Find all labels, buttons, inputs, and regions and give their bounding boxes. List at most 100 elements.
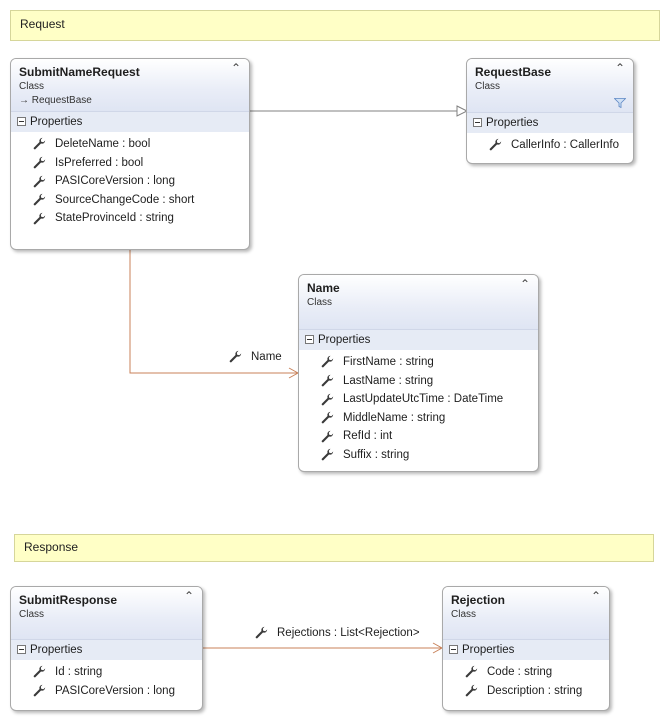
property-text: Suffix : string [343,448,410,461]
section-label: Properties [486,117,539,129]
class-header[interactable]: RequestBase Class ⌃ [467,59,633,112]
inheritance-arrowhead [456,105,469,117]
base-class-ref: → RequestBase [19,94,241,107]
wrench-icon [33,684,46,697]
property-row[interactable]: PASICoreVersion : long [11,682,202,701]
property-text: DeleteName : bool [55,138,151,150]
property-list: CallerInfo : CallerInfo [467,133,633,159]
property-text: Id : string [55,666,103,678]
properties-section-header[interactable]: Properties [11,639,202,660]
class-request-base[interactable]: RequestBase Class ⌃ Properties CallerInf… [466,58,634,164]
double-chevron-up-icon[interactable]: ⌃ [230,61,241,75]
properties-section-header[interactable]: Properties [467,112,633,133]
wrench-icon [33,194,46,206]
collapse-toggle-icon[interactable] [17,117,26,127]
property-row[interactable]: SourceChangeCode : short [11,191,249,210]
property-text: FirstName : string [343,356,434,368]
property-text: LastName : string [343,374,434,387]
association-label-rejections[interactable]: Rejections : List<Rejection> [255,626,420,640]
double-chevron-up-icon[interactable]: ⌃ [614,61,625,75]
wrench-icon [33,138,46,150]
property-row[interactable]: Id : string [11,663,202,682]
section-label: Properties [30,116,83,128]
wrench-icon [33,156,46,169]
property-text: PASICoreVersion : long [55,175,175,188]
class-header[interactable]: SubmitResponse Class ⌃ [11,587,202,639]
wrench-icon [255,627,268,639]
section-label: Properties [318,334,371,346]
section-label: Properties [30,644,83,656]
property-list: Code : string Description : string [443,660,609,704]
collapse-toggle-icon[interactable] [449,645,458,655]
wrench-icon [321,374,334,387]
section-label: Properties [462,644,515,656]
property-row[interactable]: RefId : int [299,427,538,446]
property-text: CallerInfo : CallerInfo [511,139,620,151]
wrench-icon [321,356,334,368]
collapse-toggle-icon[interactable] [305,335,314,345]
wrench-icon [321,393,334,406]
class-kind: Class [307,297,333,308]
double-chevron-up-icon[interactable]: ⌃ [519,277,530,291]
association-label-name[interactable]: Name [229,350,282,364]
double-chevron-up-icon[interactable]: ⌃ [183,589,194,603]
property-row[interactable]: FirstName : string [299,353,538,372]
request-comment-text: Request [20,17,65,31]
property-list: Id : string PASICoreVersion : long [11,660,202,704]
property-text: PASICoreVersion : long [55,684,175,697]
wrench-icon [33,666,46,678]
property-row[interactable]: CallerInfo : CallerInfo [467,136,633,155]
property-list: DeleteName : bool IsPreferred : bool PAS… [11,132,249,232]
properties-section-header[interactable]: Properties [11,111,249,132]
property-row[interactable]: Description : string [443,682,609,701]
property-text: MiddleName : string [343,411,446,424]
class-rejection[interactable]: Rejection Class ⌃ Properties Code : stri… [442,586,610,711]
name-association-line [129,250,297,374]
property-row[interactable]: Suffix : string [299,446,538,465]
class-kind: Class [19,81,45,92]
wrench-icon [321,430,334,443]
property-row[interactable]: MiddleName : string [299,409,538,428]
properties-section-header[interactable]: Properties [443,639,609,660]
property-row[interactable]: LastUpdateUtcTime : DateTime [299,390,538,409]
collapse-toggle-icon[interactable] [17,645,26,655]
class-submit-response[interactable]: SubmitResponse Class ⌃ Properties Id : s… [10,586,203,711]
property-row[interactable]: IsPreferred : bool [11,154,249,173]
property-row[interactable]: PASICoreVersion : long [11,172,249,191]
wrench-icon [465,684,478,697]
property-row[interactable]: Code : string [443,663,609,682]
request-comment[interactable]: Request [10,10,660,41]
property-text: Description : string [487,684,583,697]
class-name: Rejection [451,593,506,607]
class-name: SubmitResponse [19,593,118,607]
double-chevron-up-icon[interactable]: ⌃ [590,589,601,603]
class-kind: Class [475,81,501,92]
class-kind: Class [19,609,45,620]
response-comment-text: Response [24,540,79,554]
wrench-icon [33,212,46,225]
class-kind: Class [451,609,477,620]
property-text: LastUpdateUtcTime : DateTime [343,393,504,406]
property-row[interactable]: LastName : string [299,372,538,391]
property-row[interactable]: DeleteName : bool [11,135,249,154]
property-list: FirstName : string LastName : string Las… [299,350,538,469]
wrench-icon [321,449,334,461]
class-header[interactable]: SubmitNameRequest Class → RequestBase ⌃ [11,59,249,111]
class-name: RequestBase [475,65,552,79]
response-comment[interactable]: Response [14,534,654,562]
collapse-toggle-icon[interactable] [473,118,482,128]
class-name: SubmitNameRequest [19,65,140,79]
wrench-icon [33,175,46,188]
class-name: Name [307,281,340,295]
association-text: Rejections : List<Rejection> [277,627,420,639]
property-text: SourceChangeCode : short [55,193,195,206]
property-row[interactable]: StateProvinceId : string [11,209,249,228]
class-name-box[interactable]: Name Class ⌃ Properties FirstName : stri… [298,274,539,472]
class-header[interactable]: Name Class ⌃ [299,275,538,329]
properties-section-header[interactable]: Properties [299,329,538,350]
class-submit-name-request[interactable]: SubmitNameRequest Class → RequestBase ⌃ … [10,58,250,250]
filter-icon[interactable] [614,98,626,108]
association-text: Name [251,351,282,363]
class-header[interactable]: Rejection Class ⌃ [443,587,609,639]
